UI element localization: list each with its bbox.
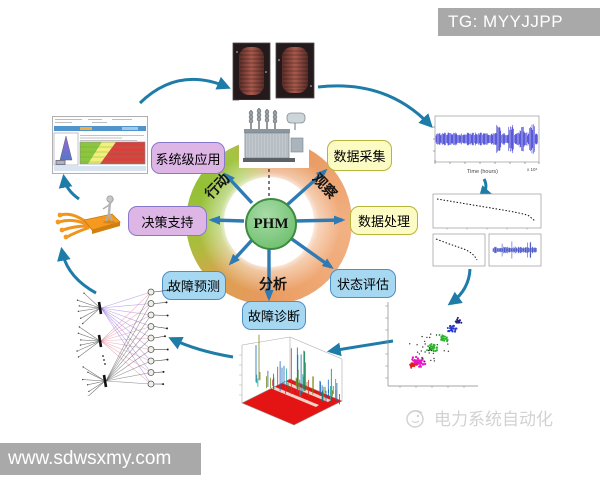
risk-matrix: [79, 141, 146, 165]
cluster-scatter-plot: [385, 302, 478, 388]
residual-noise-trace: [492, 241, 537, 259]
signal-scale: x 10⁴: [527, 167, 538, 172]
arrow-transformer-to-signal: [317, 84, 433, 128]
scatter-points: [409, 316, 463, 369]
network-graph: [76, 288, 169, 396]
arrow-gui-to-transformer: [138, 76, 231, 105]
phm-label: PHM: [253, 215, 289, 232]
url-text: www.sdwsxmy.com: [8, 448, 172, 469]
node-fault-prediction: 故障预测: [162, 271, 226, 300]
tg-banner: TG: MYYJJPP: [438, 8, 600, 36]
gui-screenshot-image: [52, 116, 148, 174]
node-fault-diagnosis: 故障诊断: [242, 301, 306, 330]
watermark-text: 电力系统自动化: [434, 410, 553, 429]
signal-trace: [435, 124, 538, 154]
phm-hub: PHM: [245, 198, 297, 250]
node-data-processing: 数据处理: [350, 206, 418, 235]
transformer-image: [239, 100, 309, 168]
neural-network-image: [76, 288, 169, 396]
magpie-logo-icon: [406, 409, 424, 428]
tg-text: TG: MYYJJPP: [448, 12, 564, 31]
decision-figure-image: [55, 195, 121, 240]
spectrum-3d-plot: [239, 334, 343, 426]
watermark: 电力系统自动化: [404, 405, 553, 430]
arrow-network-to-decision: [57, 246, 97, 295]
hub-arrow-decision-support: [208, 215, 245, 225]
node-state-assessment: 状态评估: [330, 269, 396, 298]
arrow-decision-to-gui: [58, 173, 80, 201]
node-data-acquisition: 数据采集: [327, 140, 392, 171]
node-system-level-application: 系统级应用: [151, 142, 225, 174]
gauge-triangle: [59, 135, 73, 161]
url-banner: www.sdwsxmy.com: [0, 443, 201, 475]
spectrum-peaks: [255, 334, 340, 405]
hub-arrow-data-acquisition: [285, 168, 328, 207]
winding-photos-image: [232, 42, 315, 101]
hub-arrow-data-processing: [293, 215, 346, 225]
person-figure: [102, 195, 115, 224]
degradation-trend-charts: [432, 193, 542, 267]
winding-photo-left: [232, 42, 271, 101]
hub-arrow-state-assessment: [288, 235, 334, 270]
arrow-trend-to-scatter: [447, 268, 472, 306]
node-decision-support: 决策支持: [128, 206, 207, 236]
trend-curve-bottom: [435, 238, 478, 261]
arrow-spectrum-to-network: [168, 336, 234, 359]
ring-segment-analyze: 分析: [259, 276, 287, 292]
winding-photo-right: [275, 42, 315, 99]
signal-xlabel: Time (hours): [467, 169, 498, 175]
vibration-signal-chart: Time (hours) x 10⁴: [433, 115, 540, 175]
hub-arrow-fault-prediction: [228, 238, 254, 266]
hub-arrow-system-app: [223, 172, 254, 205]
trend-curve-top: [436, 198, 536, 222]
